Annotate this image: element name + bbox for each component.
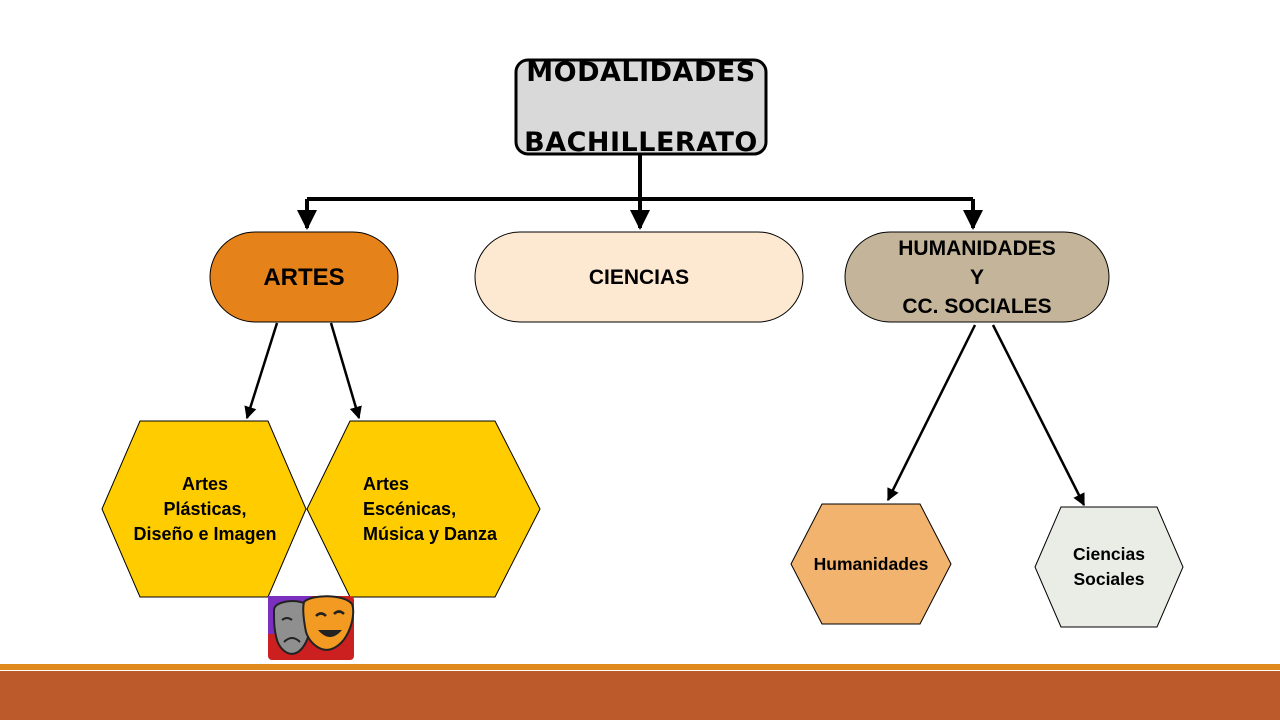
root-title: MODALIDADES BACHILLERATO <box>516 57 766 158</box>
hex-artes-plasticas <box>101 420 307 598</box>
root-title-line1: MODALIDADES <box>526 56 756 88</box>
ciencias-sociales-label: Ciencias Sociales <box>1073 544 1145 589</box>
bottom-band <box>0 671 1280 720</box>
artes-label: ARTES <box>263 263 345 291</box>
humanidades-label: HUMANIDADES Y CC. SOCIALES <box>898 236 1056 318</box>
arrow-to-plasticas <box>244 322 279 420</box>
ciencias-pill <box>474 231 804 323</box>
humanidades-pill <box>844 231 1110 323</box>
humanidades-hex-label: Humanidades <box>813 553 929 574</box>
hex-ciencias-sociales <box>1034 506 1184 628</box>
arrow-to-escenicas <box>329 322 362 420</box>
artes-escenicas-label: Artes Escénicas, Música y Danza <box>363 473 498 544</box>
arrow-to-humanidades-hex <box>886 324 977 502</box>
hex-humanidades <box>790 503 952 625</box>
artes-plasticas-label: Artes Plásticas, Diseño e Imagen <box>133 473 277 544</box>
root-title-line2: BACHILLERATO <box>524 126 758 158</box>
arrow-to-sociales-hex <box>991 324 1086 507</box>
child-connectors <box>244 322 1086 507</box>
bottom-accent-line <box>0 664 1280 670</box>
theater-masks-icon <box>268 595 355 660</box>
root-box <box>514 58 768 156</box>
ciencias-label: CIENCIAS <box>588 265 690 289</box>
artes-pill <box>209 231 399 323</box>
root-connectors <box>297 155 983 230</box>
